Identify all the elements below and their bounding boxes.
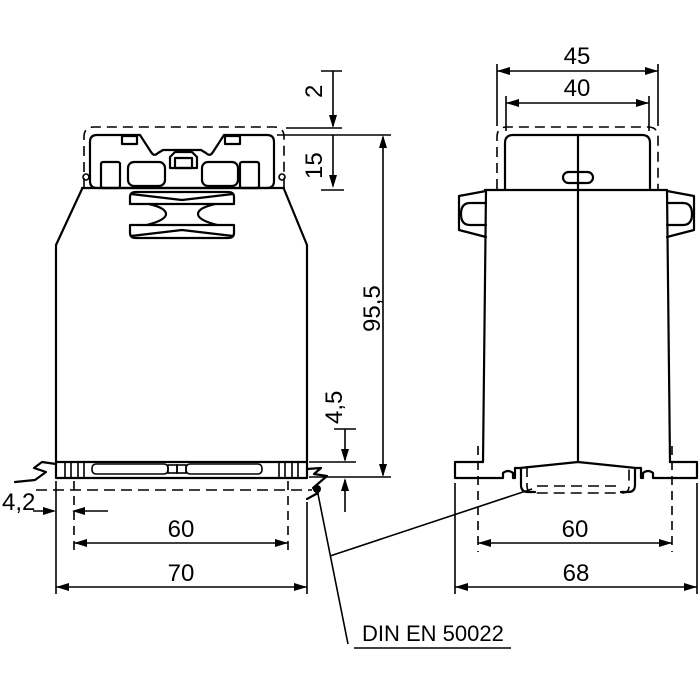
seal-eye-left bbox=[82, 173, 90, 181]
side-body-right-side bbox=[665, 188, 672, 464]
dim-2-label: 2 bbox=[301, 85, 328, 98]
dim-side-overall-width: 68 bbox=[454, 483, 698, 594]
rail-hook-left bbox=[519, 467, 537, 494]
rail-hook-right bbox=[619, 467, 637, 494]
seal-ear-left bbox=[457, 189, 488, 239]
seal-eye-right bbox=[278, 173, 286, 181]
dim-front-overall-width: 70 bbox=[56, 502, 308, 594]
dim-total-height: 95,5 bbox=[309, 135, 391, 478]
dim-15-label: 15 bbox=[301, 152, 328, 179]
screw-slot-right bbox=[223, 134, 242, 146]
front-cover-dashed-outline bbox=[83, 126, 285, 188]
rail-clip-left bbox=[13, 460, 58, 484]
dim-4-5-label: 4,5 bbox=[321, 391, 348, 424]
din-rail-section-dashed bbox=[526, 466, 630, 494]
din-rail-callout: DIN EN 50022 bbox=[313, 485, 533, 649]
dim-40-label: 40 bbox=[564, 75, 591, 102]
dim-terminal-depth: 15 bbox=[277, 134, 391, 191]
side-view bbox=[453, 126, 699, 494]
front-view bbox=[13, 126, 329, 501]
side-body-left-side bbox=[481, 188, 488, 464]
front-body-right-side bbox=[282, 187, 309, 464]
dim-front-slot-spacing: 60 bbox=[74, 481, 289, 551]
cover-slot-oval bbox=[561, 170, 595, 185]
rail-clip-right bbox=[305, 466, 329, 501]
din-en-50022-label: DIN EN 50022 bbox=[362, 621, 504, 646]
side-slot-left bbox=[99, 160, 122, 190]
terminal-window-right bbox=[200, 160, 240, 188]
side-slot-right bbox=[238, 160, 261, 190]
center-latch-inner bbox=[173, 156, 194, 170]
dim-foot-height: 4,5 bbox=[309, 391, 356, 512]
screw-slot-left bbox=[120, 134, 139, 146]
dim-4-2-label: 4,2 bbox=[2, 489, 35, 516]
dim-cover-protrusion: 2 bbox=[286, 70, 342, 129]
dim-cover-outer-width: 45 bbox=[496, 43, 659, 126]
dim-70-label: 70 bbox=[168, 560, 195, 587]
dim-68-label: 68 bbox=[563, 560, 590, 587]
terminal-window-left bbox=[126, 160, 167, 188]
dim-45-label: 45 bbox=[564, 43, 591, 70]
dim-clip-width: 4,2 bbox=[2, 481, 108, 594]
center-latch bbox=[168, 150, 199, 170]
leader-line-front bbox=[316, 488, 349, 645]
side-foot bbox=[453, 460, 699, 480]
side-cover-dashed-outline bbox=[496, 126, 659, 189]
dim-60-front-label: 60 bbox=[168, 516, 195, 543]
seal-ear-right bbox=[665, 189, 696, 239]
spool bbox=[128, 190, 236, 240]
terminal-block bbox=[88, 133, 276, 190]
dim-60-side-label: 60 bbox=[562, 516, 589, 543]
front-body-left-side bbox=[54, 187, 84, 464]
front-foot bbox=[54, 460, 309, 480]
dim-95-5-label: 95,5 bbox=[359, 285, 386, 332]
leader-line-side bbox=[329, 488, 533, 557]
dim-cover-inner-width: 40 bbox=[505, 75, 650, 131]
dim-side-slot-spacing: 60 bbox=[477, 446, 673, 552]
